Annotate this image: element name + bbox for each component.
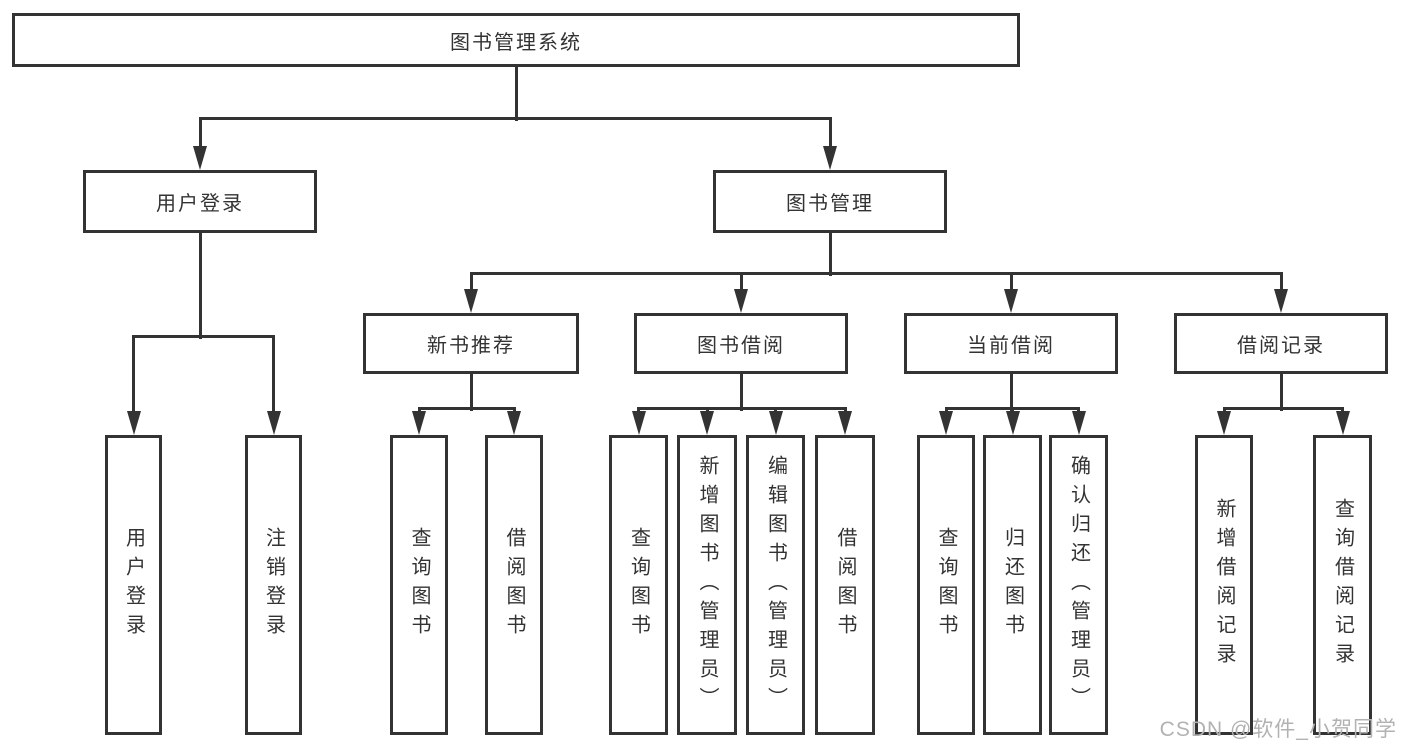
arrow-down-icon: [768, 411, 783, 435]
arrow-down-icon: [266, 411, 281, 435]
node-query-borrow-record: 查询借阅记录: [1313, 435, 1372, 735]
node-query-books-1: 查询图书: [390, 435, 448, 735]
connector-branch-line: [417, 406, 516, 410]
node-label-query-books-2: 查询图书: [627, 527, 650, 643]
connector-drop-line: [1279, 273, 1283, 293]
node-label-book-management: 图书管理: [786, 193, 874, 215]
arrow-down-icon: [1335, 411, 1350, 435]
csdn-watermark: CSDN @软件_小贺同学: [1159, 718, 1397, 741]
connector-drop-line: [272, 336, 275, 415]
node-label-query-books-1: 查询图书: [408, 527, 430, 643]
connector-branch-line: [198, 116, 832, 120]
arrow-down-icon: [1005, 411, 1020, 435]
node-label-query-books-3: 查询图书: [935, 527, 957, 643]
arrow-down-icon: [734, 289, 748, 313]
node-query-books-2: 查询图书: [609, 435, 668, 735]
node-logout: 注销登录: [245, 435, 302, 735]
node-borrow-books-1: 借阅图书: [485, 435, 543, 735]
node-return-books: 归还图书: [983, 435, 1042, 735]
arrow-down-icon: [838, 411, 852, 435]
arrow-down-icon: [193, 146, 207, 170]
node-label-user-login-leaf: 用户登录: [122, 527, 145, 643]
node-label-borrowing-records: 借阅记录: [1237, 335, 1325, 357]
node-label-user-login: 用户登录: [156, 193, 244, 215]
arrow-down-icon: [1071, 411, 1086, 435]
node-add-books: 新增图书（管理员）: [677, 435, 737, 735]
node-add-borrow-record: 新增借阅记录: [1195, 435, 1253, 735]
node-new-book-recommend: 新书推荐: [363, 313, 579, 374]
node-label-borrow-books-1: 借阅图书: [503, 527, 525, 643]
arrow-down-icon: [1217, 411, 1231, 435]
connector-branch-line: [637, 406, 847, 410]
node-label-library-system: 图书管理系统: [450, 31, 582, 54]
node-query-books-3: 查询图书: [917, 435, 975, 735]
node-label-confirm-return: 确认归还（管理员）: [1067, 454, 1090, 716]
connector-drop-line: [198, 118, 202, 150]
arrow-down-icon: [507, 411, 521, 435]
connector-drop-line: [132, 336, 135, 415]
node-book-management: 图书管理: [713, 170, 947, 233]
connector-trunk-line: [739, 372, 743, 411]
connector-trunk-line: [1009, 372, 1013, 411]
connector-trunk-line: [1279, 372, 1283, 411]
node-library-system: 图书管理系统: [12, 13, 1020, 67]
connector-trunk-line: [198, 231, 202, 339]
node-label-new-book-recommend: 新书推荐: [427, 335, 515, 357]
connector-trunk-line: [469, 372, 473, 411]
arrow-down-icon: [1004, 289, 1018, 313]
node-label-current-borrowing: 当前借阅: [967, 335, 1055, 357]
connector-branch-line: [132, 334, 275, 338]
arrow-down-icon: [464, 289, 478, 313]
node-borrow-books-2: 借阅图书: [815, 435, 875, 735]
connector-trunk-line: [828, 231, 832, 276]
node-label-logout: 注销登录: [262, 527, 285, 643]
node-label-return-books: 归还图书: [1001, 527, 1024, 643]
node-user-login-leaf: 用户登录: [105, 435, 162, 735]
node-confirm-return: 确认归还（管理员）: [1049, 435, 1108, 735]
arrow-down-icon: [939, 411, 953, 435]
node-book-borrowing: 图书借阅: [634, 313, 848, 374]
connector-branch-line: [469, 271, 1283, 275]
node-label-query-borrow-record: 查询借阅记录: [1331, 498, 1354, 672]
arrow-down-icon: [412, 411, 426, 435]
node-edit-books: 编辑图书（管理员）: [746, 435, 805, 735]
arrow-down-icon: [823, 146, 837, 170]
connector-drop-line: [1009, 273, 1013, 293]
arrow-down-icon: [126, 411, 141, 435]
connector-drop-line: [828, 118, 832, 150]
arrow-down-icon: [700, 411, 714, 435]
connector-trunk-line: [514, 65, 518, 121]
arrow-down-icon: [631, 411, 646, 435]
connector-drop-line: [739, 273, 743, 293]
connector-drop-line: [469, 273, 473, 293]
connector-branch-line: [1222, 406, 1344, 410]
arrow-down-icon: [1274, 289, 1288, 313]
node-current-borrowing: 当前借阅: [904, 313, 1118, 374]
node-user-login: 用户登录: [83, 170, 317, 233]
node-label-edit-books: 编辑图书（管理员）: [764, 454, 787, 716]
node-label-add-books: 新增图书（管理员）: [696, 454, 718, 716]
node-label-borrow-books-2: 借阅图书: [834, 527, 856, 643]
node-label-book-borrowing: 图书借阅: [697, 335, 785, 357]
node-borrowing-records: 借阅记录: [1174, 313, 1388, 374]
node-label-add-borrow-record: 新增借阅记录: [1213, 498, 1235, 672]
